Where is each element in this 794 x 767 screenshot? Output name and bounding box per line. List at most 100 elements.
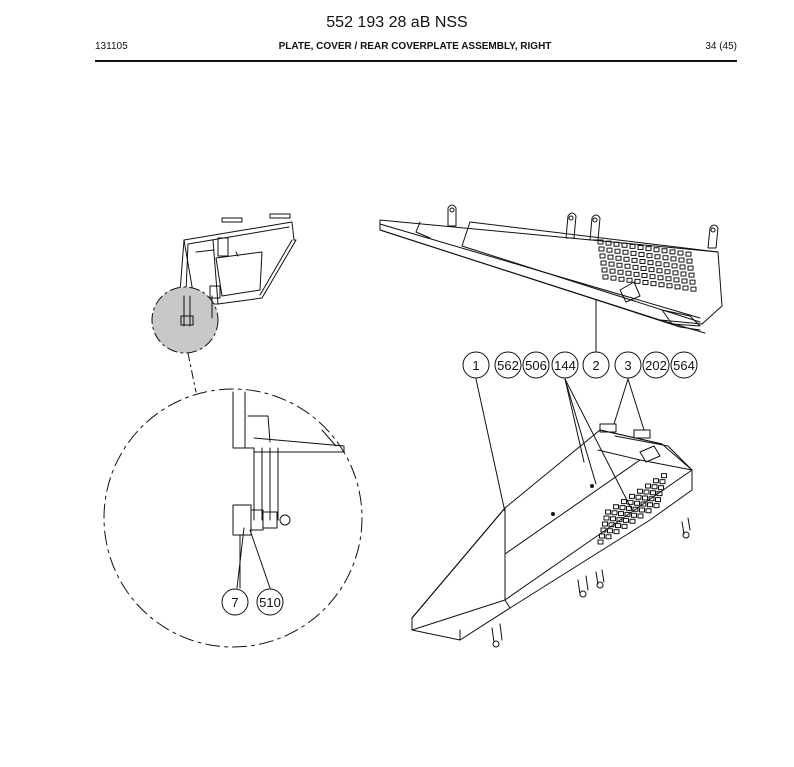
vent-hole: [653, 503, 660, 509]
vent-hole: [662, 255, 669, 261]
vent-hole: [661, 248, 668, 254]
vent-hole: [625, 270, 632, 276]
vent-hole: [689, 279, 696, 285]
vent-hole: [665, 276, 672, 282]
vent-hole: [650, 490, 656, 496]
vent-hole: [642, 280, 649, 285]
vent-hole: [666, 283, 673, 289]
vent-hole: [605, 240, 612, 246]
vent-hole: [673, 277, 680, 283]
vent-hole: [626, 277, 633, 283]
vent-hole: [616, 262, 623, 268]
vent-hole: [640, 501, 647, 507]
vent-hole: [600, 527, 607, 533]
vent-hole: [621, 242, 628, 248]
magnified-detail-circle: [103, 388, 363, 648]
vent-hole: [608, 261, 615, 267]
vent-hole: [619, 505, 626, 511]
vent-hole: [608, 522, 615, 528]
detail-marker-parts: [180, 295, 213, 327]
vent-hole: [678, 257, 685, 263]
leader-lines: [236, 299, 645, 589]
cover-assembly: [411, 423, 693, 648]
vent-hole: [597, 539, 604, 545]
vent-hole: [631, 512, 637, 518]
vent-hole: [639, 507, 645, 513]
vent-hole: [607, 254, 614, 260]
vent-hole: [605, 534, 612, 540]
vent-hole: [680, 271, 687, 277]
vent-hole: [613, 504, 619, 510]
callout-506-label: 506: [525, 358, 547, 373]
callout-2-label: 2: [592, 358, 599, 373]
vent-hole: [611, 510, 618, 516]
vent-hole: [629, 243, 636, 249]
vent-hole: [654, 254, 661, 260]
vent-hole: [655, 497, 661, 503]
magnified-detail-parts: [232, 391, 345, 589]
vent-hole: [672, 270, 679, 276]
vent-hole: [659, 479, 666, 485]
vent-hole: [643, 489, 650, 495]
vent-hole: [634, 278, 641, 284]
vent-hole: [614, 248, 621, 254]
page-description: PLATE, COVER / REAR COVERPLATE ASSEMBLY,…: [278, 41, 552, 52]
vent-hole: [610, 275, 617, 281]
vent-hole: [624, 263, 631, 269]
vent-hole: [657, 275, 664, 281]
vent-hole: [648, 267, 655, 273]
vent-hole: [631, 257, 638, 263]
callout-144: 144: [551, 351, 579, 379]
vent-hole: [639, 259, 646, 264]
vent-hole: [656, 491, 663, 497]
vent-hole: [599, 533, 605, 539]
vent-hole: [641, 273, 648, 278]
callout-2: 2: [582, 351, 610, 379]
vent-hole: [615, 255, 622, 261]
document-number: 552 193 28 aB NSS: [326, 14, 468, 31]
vent-hole: [609, 268, 616, 274]
vent-hole: [602, 274, 609, 280]
vent-hole: [670, 256, 677, 262]
vent-hole: [661, 473, 667, 479]
vent-hole: [629, 518, 636, 524]
detail-marker-circle: [151, 286, 219, 354]
vent-hole: [656, 268, 663, 274]
vent-hole: [606, 247, 613, 253]
vent-hole: [623, 256, 630, 262]
callout-144-label: 144: [554, 358, 576, 373]
callout-564: 564: [670, 351, 698, 379]
callout-562: 562: [494, 351, 522, 379]
vent-hole: [658, 485, 664, 491]
vent-hole: [653, 478, 659, 484]
vent-hole: [621, 523, 628, 529]
vent-hole: [607, 528, 613, 534]
vent-hole: [664, 269, 671, 275]
vent-hole: [651, 484, 658, 490]
vent-hole: [615, 523, 621, 529]
vent-hole: [622, 249, 629, 255]
vent-hole: [687, 265, 694, 271]
vent-hole: [616, 517, 623, 523]
vent-hole: [602, 521, 608, 527]
callout-3: 3: [614, 351, 642, 379]
callout-202: 202: [642, 351, 670, 379]
vent-hole: [663, 262, 670, 268]
vent-hole: [686, 258, 693, 264]
callout-510-label: 510: [259, 595, 281, 610]
vent-hole: [642, 495, 648, 501]
vent-hole: [690, 286, 697, 292]
detail-leader-line: [187, 352, 197, 393]
callout-510: 510: [256, 588, 284, 616]
vent-hole: [655, 261, 662, 267]
vent-hole: [688, 272, 695, 278]
vent-hole: [635, 494, 642, 500]
header-rule: [95, 60, 737, 62]
vent-hole: [621, 499, 627, 505]
vent-hole: [618, 511, 624, 517]
vent-hole: [674, 284, 681, 290]
vent-hole: [613, 529, 620, 535]
vent-hole: [613, 241, 620, 247]
vent-hole: [645, 483, 651, 489]
